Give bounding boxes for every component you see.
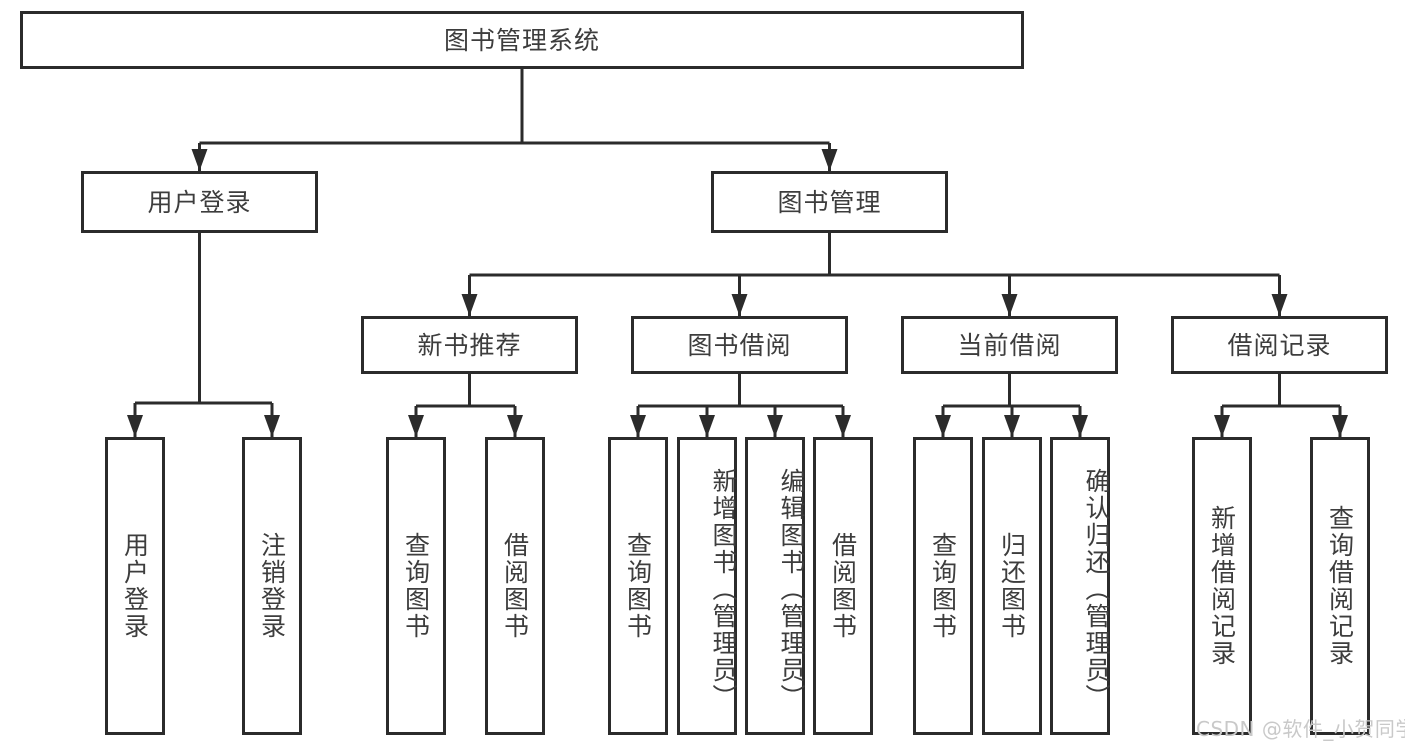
node-box-leaf-confirm-return <box>1050 437 1110 735</box>
arrow-head-icon-leaf-edit-book <box>767 415 783 437</box>
node-box-book-management <box>711 171 948 233</box>
arrow-head-icon-leaf-query-borrow-record <box>1332 415 1348 437</box>
node-box-leaf-borrow-book <box>813 437 873 735</box>
arrow-head-icon-leaf-return-book <box>1004 415 1020 437</box>
node-box-leaf-query-book-borrow <box>608 437 668 735</box>
arrow-head-icon-borrow-record <box>1271 294 1288 316</box>
arrow-head-icon-leaf-logout <box>264 415 280 437</box>
node-box-leaf-edit-book <box>745 437 805 735</box>
arrow-head-icon-leaf-add-borrow-record <box>1214 415 1230 437</box>
node-box-leaf-logout <box>242 437 302 735</box>
node-box-leaf-query-book-current <box>913 437 973 735</box>
node-box-borrow-record <box>1171 316 1388 374</box>
arrow-head-icon-book-management <box>821 149 838 171</box>
arrow-head-icon-user-login <box>191 149 208 171</box>
node-box-leaf-query-book-recommend <box>386 437 446 735</box>
node-box-leaf-add-book <box>677 437 737 735</box>
connectors-layer <box>127 69 1348 437</box>
node-box-book-borrow <box>631 316 848 374</box>
node-box-new-book-recommend <box>361 316 578 374</box>
node-box-leaf-user-login <box>105 437 165 735</box>
node-box-leaf-query-borrow-record <box>1310 437 1370 735</box>
node-box-leaf-return-book <box>982 437 1042 735</box>
node-box-root <box>20 11 1024 69</box>
arrow-head-icon-leaf-query-book-recommend <box>408 415 424 437</box>
node-box-user-login <box>81 171 318 233</box>
arrow-head-icon-book-borrow <box>731 294 748 316</box>
node-box-leaf-add-borrow-record <box>1192 437 1252 735</box>
node-box-current-borrow <box>901 316 1118 374</box>
arrow-head-icon-leaf-confirm-return <box>1072 415 1088 437</box>
node-boxes-layer <box>20 11 1388 735</box>
arrow-head-icon-current-borrow <box>1001 294 1018 316</box>
arrow-head-icon-leaf-add-book <box>699 415 715 437</box>
arrow-head-icon-leaf-user-login <box>127 415 143 437</box>
arrow-head-icon-leaf-borrow-book-recommend <box>507 415 523 437</box>
arrow-head-icon-leaf-borrow-book <box>835 415 851 437</box>
node-box-leaf-borrow-book-recommend <box>485 437 545 735</box>
arrow-head-icon-leaf-query-book-current <box>935 415 951 437</box>
arrow-head-icon-leaf-query-book-borrow <box>630 415 646 437</box>
arrow-head-icon-new-book-recommend <box>461 294 478 316</box>
